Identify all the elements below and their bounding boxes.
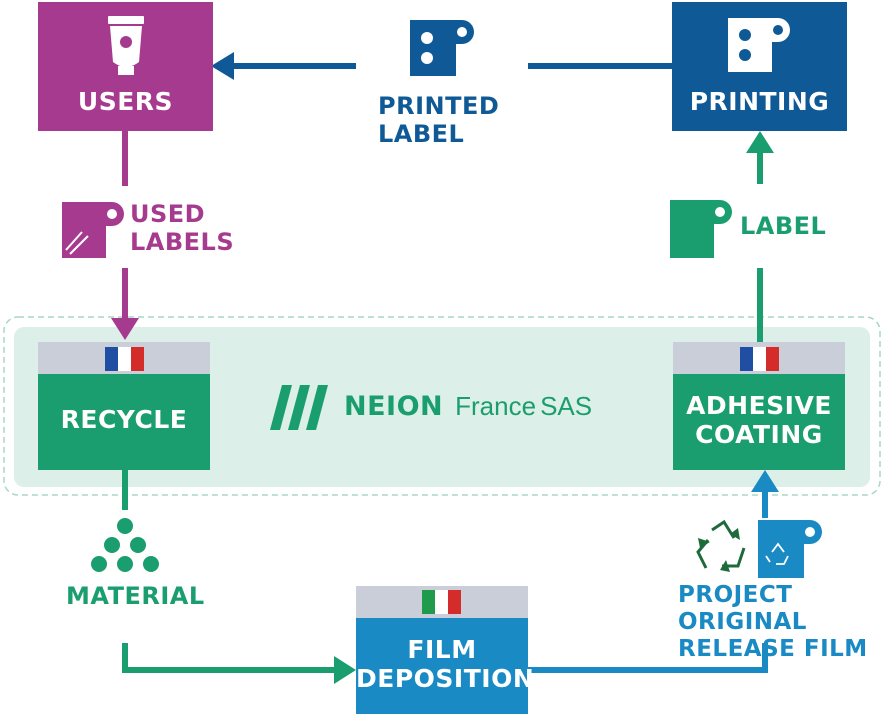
release-film-text: PROJECT ORIGINAL RELEASE FILM — [678, 582, 884, 663]
company-suffix: SAS — [540, 390, 593, 421]
film-deposition-node — [356, 618, 528, 714]
adhesive-coating-line1: ADHESIVE — [686, 391, 832, 420]
italy-flag-film — [422, 590, 461, 614]
film-deposition-line1: FILM — [407, 635, 477, 664]
neion-band-fill — [14, 327, 870, 487]
arrowhead-to-film — [334, 656, 356, 684]
granules-icon — [91, 518, 159, 572]
neion-band-background — [3, 316, 881, 496]
company-name: NEION — [344, 390, 444, 422]
recycle-label: RECYCLE — [60, 405, 188, 434]
label-roll-icon — [728, 18, 790, 72]
release-film-line1: PROJECT ORIGINAL — [678, 582, 807, 636]
printing-label: PRINTING — [689, 87, 830, 116]
printed-label-line1: PRINTED — [378, 92, 500, 120]
tube-icon — [108, 16, 144, 75]
neion-brand: NEION France SAS — [332, 380, 592, 432]
france-flag-recycle — [105, 347, 144, 371]
printed-label-line2: LABEL — [378, 120, 465, 149]
green-label-roll-icon — [670, 200, 732, 258]
connector-material-to-film — [122, 643, 336, 673]
label-text: LABEL — [740, 212, 827, 240]
release-film-roll-icon — [758, 520, 822, 578]
used-labels-line1: USED — [130, 200, 206, 228]
company-location: France — [455, 390, 537, 421]
connector-film-to-release-film — [528, 643, 768, 673]
printed-label-roll-icon — [410, 20, 474, 76]
recycle-symbol-icon — [696, 519, 746, 572]
film-deposition-line2: DEPOSITION — [356, 663, 535, 693]
film-deposition-label: FILM DEPOSITION — [356, 635, 535, 694]
arrowhead-to-coating — [751, 470, 779, 492]
used-labels-text: USED LABELS — [130, 200, 234, 257]
neion-logo-icon — [270, 385, 328, 430]
used-label-roll-icon — [62, 202, 124, 258]
printed-label-text: PRINTED LABEL — [378, 92, 499, 149]
adhesive-coating-line2: COATING — [695, 419, 823, 449]
adhesive-coating-label: ADHESIVE COATING — [673, 391, 845, 450]
users-label: USERS — [77, 87, 174, 116]
used-labels-line2: LABELS — [130, 228, 235, 257]
release-film-line2: RELEASE FILM — [678, 636, 868, 663]
arrowhead-to-users — [211, 52, 234, 80]
arrowhead-to-printing — [746, 131, 774, 153]
arrowhead-to-recycle — [111, 318, 139, 340]
adhesive-coating-node — [673, 374, 845, 470]
france-flag-coating — [740, 347, 779, 371]
material-text: MATERIAL — [66, 582, 205, 610]
recycle-node — [38, 374, 210, 470]
